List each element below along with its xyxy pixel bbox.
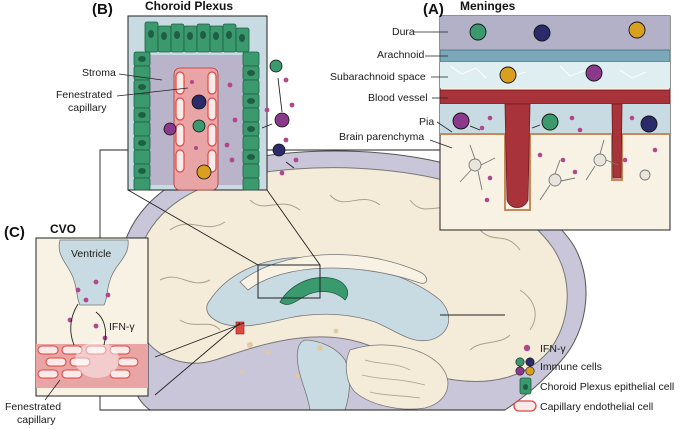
panel-b-choroid-plexus: (B) Choroid Plexus Stroma Fenestrated ca… — [56, 0, 299, 191]
cvo-fenestrated-label-line1: Fenestrated — [5, 401, 61, 413]
epithelial-cells-top — [144, 21, 250, 53]
dura-label: Dura — [392, 26, 415, 38]
panel-c-letter: (C) — [4, 224, 25, 241]
blood-vessel-label: Blood vessel — [368, 92, 428, 104]
arachnoid-layer — [439, 49, 671, 63]
pia-label: Pia — [419, 116, 434, 128]
cvo-endothelial-cells — [37, 345, 139, 379]
epithelial-cells-right — [242, 51, 260, 191]
legend-ifn-dot — [523, 344, 531, 352]
brain-gyri — [159, 194, 536, 351]
legend-immune-navy — [525, 357, 535, 367]
cvo-fenestrated-leader — [44, 379, 61, 401]
panel-a-neurons — [459, 139, 651, 201]
cvo-highlight — [75, 342, 119, 378]
legend-epithelial-text: Choroid Plexus epithelial cell — [540, 381, 674, 393]
legend-endothelial-swatch — [513, 400, 537, 412]
pia-membrane — [440, 133, 670, 211]
parenchyma-leader — [429, 139, 453, 149]
legend-ifn: IFN-γ — [523, 343, 566, 355]
parenchyma-label: Brain parenchyma — [339, 131, 424, 143]
subarachnoid-space — [440, 62, 670, 88]
legend-endothelial-text: Capillary endothelial cell — [540, 401, 653, 413]
fenestrated-label-line1: Fenestrated — [56, 89, 112, 101]
brain-speckles — [240, 328, 339, 379]
panel-a-title: Meninges — [460, 0, 516, 13]
legend-immune: Immune cells — [515, 357, 602, 376]
panel-b-letter: (B) — [92, 1, 113, 18]
panel-b-arrows — [261, 77, 295, 169]
legend-epithelial: Choroid Plexus epithelial cell — [519, 377, 674, 395]
panel-a-ifn-dots — [479, 115, 658, 203]
panel-b-immune-cells — [163, 59, 290, 180]
panel-a-meninges: (A) Meninges Dura Arachnoid Subarachnoid… — [330, 0, 671, 231]
panel-b-ifn-dots — [190, 77, 299, 176]
legend-immune-gold — [525, 366, 535, 376]
panel-c-arrows — [70, 303, 107, 346]
panel-a-immune-cells — [452, 21, 658, 133]
legend-ifn-text: IFN-γ — [540, 343, 566, 355]
subarachnoid-label: Subarachnoid space — [330, 71, 426, 83]
blood-vessel — [439, 89, 671, 105]
penetrating-vessel-2 — [611, 103, 623, 179]
corpus-callosum — [239, 254, 428, 291]
penetrating-vessel — [504, 103, 531, 208]
panel-c-title: CVO — [50, 222, 76, 236]
legend: IFN-γ Immune cells Choroid Plexus epithe… — [513, 343, 674, 413]
legend-immune-text: Immune cells — [540, 361, 602, 373]
arachnoid-label: Arachnoid — [377, 49, 424, 61]
panel-b-title: Choroid Plexus — [145, 0, 233, 13]
legend-immune-green — [515, 357, 525, 367]
epithelial-nuclei — [138, 30, 255, 174]
legend-immune-purple — [515, 366, 525, 376]
panel-a-letter: (A) — [423, 1, 444, 18]
cerebellum — [345, 344, 449, 410]
cvo-site-marker — [235, 321, 245, 335]
fenestrated-label-line2: capillary — [68, 102, 107, 114]
stroma-leader — [118, 73, 163, 81]
stroma-label: Stroma — [82, 67, 116, 79]
cvo-fenestrated-label-line2: capillary — [17, 414, 56, 426]
legend-epithelial-nucleus — [523, 384, 528, 390]
ventricle-label: Ventricle — [71, 248, 111, 260]
pia-leader — [436, 121, 453, 133]
panel-a-arrows — [469, 124, 541, 131]
cerebellum-folia — [361, 359, 426, 399]
zoom-box-choroid — [257, 264, 321, 299]
legend-endothelial: Capillary endothelial cell — [513, 400, 653, 413]
cvo-ifn-label: IFN-γ — [109, 321, 135, 333]
fenestrated-leader-b — [116, 87, 189, 97]
panel-c-cvo: (C) CVO Ventricle IFN-γ Fenestrated capi… — [4, 222, 149, 426]
